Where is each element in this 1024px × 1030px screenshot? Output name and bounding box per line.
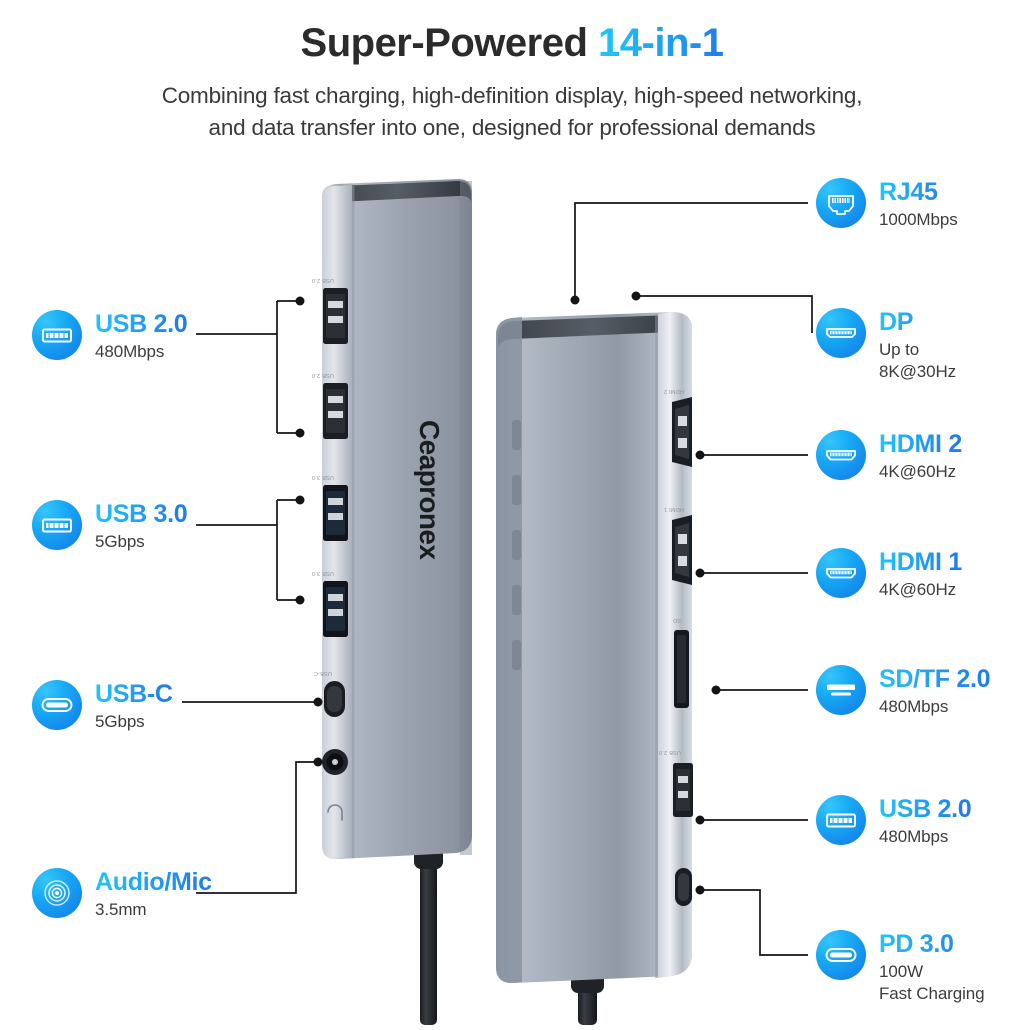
callout-spec: 3.5mm xyxy=(95,900,147,919)
callout-dp[interactable]: DP Up to 8K@30Hz xyxy=(816,308,956,382)
hdmi-port-icon xyxy=(816,430,866,480)
device-port-label: USB 3.0 xyxy=(311,474,334,480)
callout-hdmi-2[interactable]: HDMI 2 4K@60Hz xyxy=(816,430,962,483)
callout-name: USB 3.0 xyxy=(95,500,188,528)
front-device-ports xyxy=(672,397,693,906)
callout-spec: 100W xyxy=(879,962,924,981)
callout-name: SD/TF 2.0 xyxy=(879,665,991,693)
callout-sd-tf[interactable]: SD/TF 2.0 480Mbps xyxy=(816,665,991,718)
callout-audio-mic[interactable]: Audio/Mic 3.5mm xyxy=(32,868,212,921)
callout-usb-c[interactable]: USB-C 5Gbps xyxy=(32,680,173,733)
device-port-label: USB-C xyxy=(313,670,332,676)
title-main: Super-Powered xyxy=(300,21,599,65)
usb-a-port-icon xyxy=(32,310,82,360)
callout-text: USB 2.0 480Mbps xyxy=(95,310,188,363)
callout-spec: Up to xyxy=(879,340,920,359)
hub-devices-svg xyxy=(322,179,693,1025)
rj45-port-icon xyxy=(816,178,866,228)
callout-name: Audio/Mic xyxy=(95,868,212,896)
subtitle-line-2: and data transfer into one, designed for… xyxy=(208,114,816,140)
page-subtitle: Combining fast charging, high-definition… xyxy=(0,80,1024,144)
callout-name: PD 3.0 xyxy=(879,931,984,957)
callout-name: USB 2.0 xyxy=(879,795,972,823)
page-title: Super-Powered 14-in-1 xyxy=(0,22,1024,64)
callout-name: DP xyxy=(879,309,956,335)
callout-spec-2: 8K@30Hz xyxy=(879,361,957,381)
callout-text: USB 3.0 5Gbps xyxy=(95,500,188,553)
device-port-label: USB 2.0 xyxy=(658,749,681,755)
device-port-label: HDMI 2 xyxy=(663,388,684,394)
device-port-label: HDMI 1 xyxy=(663,506,684,512)
callout-name: RJ45 xyxy=(879,179,958,205)
callout-text: PD 3.0 100W Fast Charging xyxy=(879,930,985,1004)
usb-c-port-icon xyxy=(32,680,82,730)
device-port-label: USB 3.0 xyxy=(311,570,334,576)
brand-logo: Ceapronex xyxy=(414,420,445,560)
callout-text: DP Up to 8K@30Hz xyxy=(879,308,956,382)
product-illustration: Ceapronex USB 2.0 USB 2.0 USB 3.0 USB 3.… xyxy=(300,175,720,1025)
callout-name: USB 2.0 xyxy=(95,310,188,338)
callout-text: HDMI 2 4K@60Hz xyxy=(879,430,962,483)
device-port-label: USB 2.0 xyxy=(311,277,334,283)
callout-text: USB-C 5Gbps xyxy=(95,680,173,733)
callout-spec-2: Fast Charging xyxy=(879,983,985,1003)
audio-jack-icon xyxy=(32,868,82,918)
usb-a-port-icon xyxy=(816,795,866,845)
callout-name: HDMI 1 xyxy=(879,548,962,576)
callout-text: RJ45 1000Mbps xyxy=(879,178,958,231)
callout-spec: 480Mbps xyxy=(95,342,165,361)
callout-name: USB-C xyxy=(95,680,173,708)
callout-name: HDMI 2 xyxy=(879,430,962,458)
callout-spec: 1000Mbps xyxy=(879,210,958,229)
callout-pd-3-0[interactable]: PD 3.0 100W Fast Charging xyxy=(816,930,985,1004)
callout-text: Audio/Mic 3.5mm xyxy=(95,868,212,921)
callout-text: USB 2.0 480Mbps xyxy=(879,795,972,848)
callout-usb-3-0[interactable]: USB 3.0 5Gbps xyxy=(32,500,188,553)
device-port-label: SD xyxy=(672,617,681,623)
callout-text: SD/TF 2.0 480Mbps xyxy=(879,665,991,718)
usb-c-port-icon xyxy=(816,930,866,980)
subtitle-line-1: Combining fast charging, high-definition… xyxy=(161,83,863,108)
rear-device-ports xyxy=(322,288,348,821)
callout-spec: 480Mbps xyxy=(879,697,949,716)
title-highlight: 14-in-1 xyxy=(598,21,724,65)
callout-spec: 5Gbps xyxy=(95,532,145,551)
callout-hdmi-1[interactable]: HDMI 1 4K@60Hz xyxy=(816,548,962,601)
callout-text: HDMI 1 4K@60Hz xyxy=(879,548,962,601)
header: Super-Powered 14-in-1 Combining fast cha… xyxy=(0,0,1024,144)
sd-card-slot-icon xyxy=(816,665,866,715)
hdmi-port-icon xyxy=(816,548,866,598)
callout-rj45[interactable]: RJ45 1000Mbps xyxy=(816,178,958,231)
callout-usb-2-0-left[interactable]: USB 2.0 480Mbps xyxy=(32,310,188,363)
callout-spec: 4K@60Hz xyxy=(879,580,957,599)
displayport-icon xyxy=(816,308,866,358)
callout-spec: 4K@60Hz xyxy=(879,462,957,481)
device-port-label: USB 2.0 xyxy=(311,372,334,378)
callout-spec: 480Mbps xyxy=(879,827,949,846)
callout-spec: 5Gbps xyxy=(95,712,145,731)
callout-usb-2-0-right[interactable]: USB 2.0 480Mbps xyxy=(816,795,972,848)
usb-a-port-icon xyxy=(32,500,82,550)
